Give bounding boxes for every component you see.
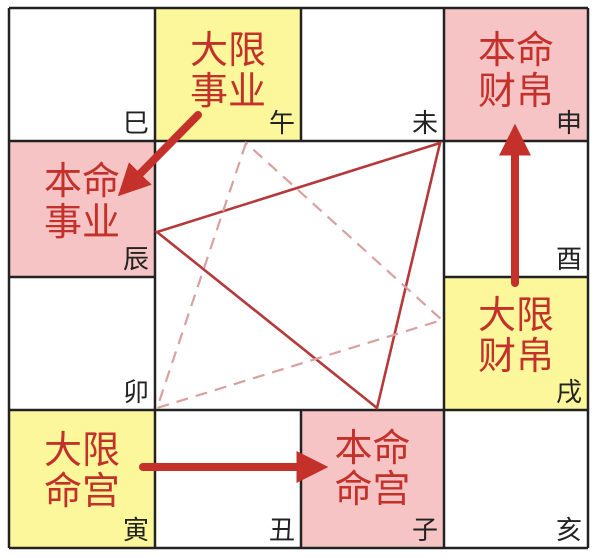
branch-label: 丑 [268, 516, 295, 546]
branch-label: 亥 [555, 516, 582, 546]
palace-zi: 本命命宫子 [301, 410, 444, 548]
palace-xu: 大限财帛戌 [444, 277, 588, 410]
branch-label: 卯 [122, 378, 149, 408]
solid-triangle [154, 141, 442, 411]
palace-chen: 本命事业辰 [9, 141, 155, 277]
palace-si: 巳 [9, 8, 155, 141]
palace-label-line: 本命 [477, 28, 554, 72]
branch-label: 戌 [555, 378, 582, 408]
palace-label: 大限财帛 [444, 293, 588, 379]
branch-label: 子 [411, 516, 438, 546]
branch-label: 寅 [122, 516, 149, 546]
palace-hai: 亥 [444, 410, 588, 548]
branch-label: 巳 [122, 109, 149, 139]
palace-label-line: 财帛 [477, 69, 554, 114]
palace-yin: 大限命宫寅 [9, 410, 155, 548]
palace-chou: 丑 [155, 410, 301, 548]
branch-label: 未 [411, 109, 438, 139]
palace-label: 大限事业 [155, 28, 301, 114]
palace-label: 本命财帛 [444, 28, 588, 114]
palace-shen: 本命财帛申 [444, 8, 588, 141]
palace-label-line: 事业 [43, 200, 120, 245]
palace-label-line: 命宫 [334, 467, 411, 512]
palace-label-line: 命宫 [43, 469, 120, 514]
palace-label-line: 大限 [477, 293, 554, 337]
palace-label-line: 大限 [189, 28, 266, 72]
palace-label: 大限命宫 [9, 428, 155, 514]
branch-label: 申 [555, 109, 582, 139]
palace-label-line: 事业 [189, 69, 266, 114]
palace-label-line: 本命 [334, 426, 411, 470]
dashed-triangle [155, 141, 445, 410]
palace-label-line: 大限 [43, 428, 120, 472]
branch-label: 辰 [122, 245, 149, 275]
palace-wei: 未 [301, 8, 444, 141]
palace-label-line: 财帛 [477, 334, 554, 379]
palace-label-line: 本命 [43, 159, 120, 203]
palace-you: 酉 [444, 141, 588, 277]
branch-label: 酉 [555, 245, 582, 275]
palace-mao: 卯 [9, 277, 155, 410]
palace-label: 本命命宫 [301, 426, 444, 512]
palace-wu: 大限事业午 [155, 8, 301, 141]
branch-label: 午 [268, 109, 295, 139]
palace-label: 本命事业 [9, 159, 155, 245]
